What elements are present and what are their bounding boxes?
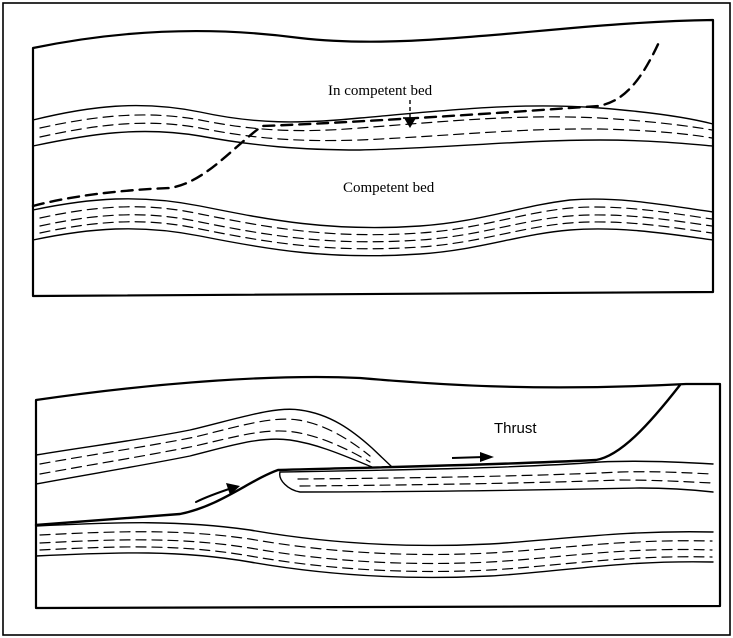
top-panel: In competent bed Competent bed [33, 20, 713, 296]
footwall-flat-bottom-edge [280, 472, 713, 492]
incompetent-bed-label: In competent bed [328, 83, 433, 99]
competent-bed-label: Competent bed [343, 180, 435, 196]
bottom-lower-bed-bottom-edge [36, 553, 713, 578]
footwall-flat-dash-1 [298, 472, 712, 479]
lower-bed-dash-2 [40, 215, 712, 242]
thrust-label: Thrust [494, 420, 537, 437]
lower-bed-dash-1 [40, 207, 712, 235]
flat-motion-arrow [452, 452, 494, 462]
hangingwall-layer-top-edge [36, 409, 392, 467]
bottom-panel: Thrust [36, 377, 720, 608]
top-block-outline [33, 20, 713, 296]
lower-bed-top-edge [33, 199, 713, 228]
hangingwall-layer-bottom-edge [36, 439, 372, 484]
footwall-flat-dash-2 [300, 480, 712, 486]
incompetent-bed-bottom-edge [33, 131, 713, 150]
bottom-lower-bed-dash-3 [40, 547, 712, 572]
bottom-lower-bed-top-edge [36, 523, 713, 546]
bottom-block-outline [36, 377, 720, 608]
lower-bed-dash-3 [40, 222, 712, 249]
